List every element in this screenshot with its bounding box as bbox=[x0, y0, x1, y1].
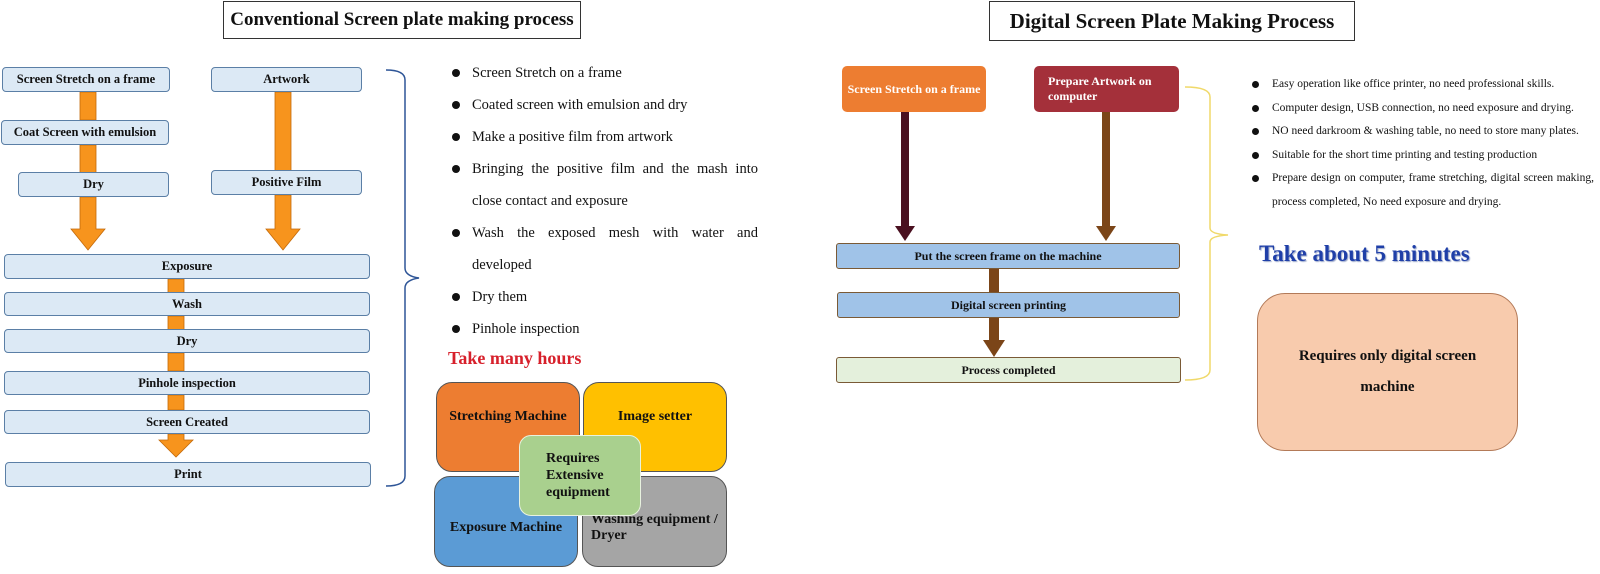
digital-step-completed: Process completed bbox=[836, 357, 1181, 383]
conventional-title: Conventional Screen plate making process bbox=[223, 1, 581, 39]
step-exposure: Exposure bbox=[4, 254, 370, 279]
conventional-steps-list: Screen Stretch on a frame Coated screen … bbox=[448, 57, 758, 345]
list-item: Screen Stretch on a frame bbox=[448, 57, 758, 89]
list-item: Coated screen with emulsion and dry bbox=[448, 89, 758, 121]
digital-time-note: Take about 5 minutes bbox=[1259, 241, 1470, 266]
list-item: Dry them bbox=[448, 281, 758, 313]
step-artwork: Artwork bbox=[211, 67, 362, 92]
conventional-time-note: Take many hours bbox=[448, 348, 582, 368]
step-coat-screen: Coat Screen with emulsion bbox=[1, 120, 169, 145]
list-item: Pinhole inspection bbox=[448, 313, 758, 345]
digital-flow-arrows bbox=[895, 112, 1116, 357]
arrow-dry-to-exposure bbox=[70, 196, 106, 251]
list-item: Prepare design on computer, frame stretc… bbox=[1252, 167, 1594, 214]
list-item: Suitable for the short time printing and… bbox=[1252, 144, 1594, 168]
list-item: Computer design, USB connection, no need… bbox=[1252, 97, 1594, 121]
digital-step-printing: Digital screen printing bbox=[837, 292, 1180, 318]
step-screen-stretch: Screen Stretch on a frame bbox=[2, 67, 170, 92]
list-item: NO need darkroom & washing table, no nee… bbox=[1252, 120, 1594, 144]
list-item: Bringing the positive film and the mash … bbox=[448, 153, 758, 217]
step-screen-created: Screen Created bbox=[4, 410, 370, 434]
step-wash: Wash bbox=[4, 292, 370, 316]
step-dry-1: Dry bbox=[18, 172, 169, 197]
equipment-center-label: Requires Extensive equipment bbox=[519, 435, 641, 516]
step-dry-2: Dry bbox=[4, 329, 370, 353]
equipment-exposure-machine: Exposure Machine bbox=[434, 476, 578, 567]
equipment-stretching-machine: Stretching Machine bbox=[436, 382, 580, 472]
step-pinhole-inspection: Pinhole inspection bbox=[4, 371, 370, 395]
conventional-flow-arrows bbox=[70, 91, 301, 458]
digital-step-prepare-artwork: Prepare Artwork on computer bbox=[1034, 66, 1179, 112]
arrow-artwork-to-film bbox=[274, 91, 292, 173]
step-print: Print bbox=[5, 462, 371, 487]
list-item: Easy operation like office printer, no n… bbox=[1252, 73, 1594, 97]
digital-brace bbox=[1184, 86, 1229, 381]
digital-benefits-list: Easy operation like office printer, no n… bbox=[1252, 73, 1594, 214]
arrow-wash-to-dry bbox=[167, 315, 185, 331]
digital-title: Digital Screen Plate Making Process bbox=[989, 1, 1355, 41]
digital-step-screen-stretch: Screen Stretch on a frame bbox=[842, 66, 986, 112]
arrow-pinhole-to-created bbox=[167, 394, 185, 411]
arrow-dry-to-pinhole bbox=[167, 352, 185, 372]
list-item: Make a positive film from artwork bbox=[448, 121, 758, 153]
conventional-brace bbox=[385, 69, 420, 487]
digital-step-put-frame: Put the screen frame on the machine bbox=[836, 243, 1180, 269]
arrow-created-to-print bbox=[158, 433, 194, 458]
list-item: Wash the exposed mesh with water and dev… bbox=[448, 217, 758, 281]
arrow-stretch-to-coat bbox=[79, 91, 97, 121]
digital-requirement-box: Requires only digital screen machine bbox=[1257, 293, 1518, 451]
arrow-coat-to-dry bbox=[79, 144, 97, 174]
arrow-film-to-exposure bbox=[265, 194, 301, 251]
step-positive-film: Positive Film bbox=[211, 170, 362, 195]
arrow-exposure-to-wash bbox=[167, 278, 185, 294]
